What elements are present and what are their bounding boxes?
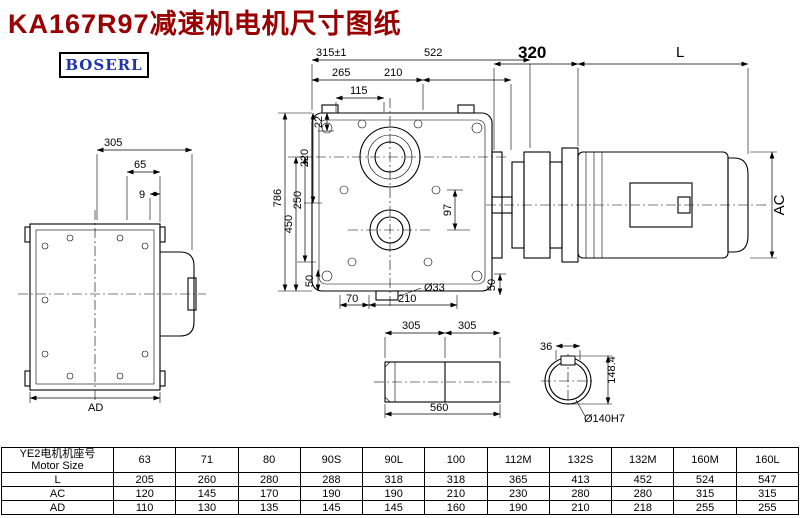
size-col-6: 112M xyxy=(486,446,550,474)
cell-L-6: 365 xyxy=(486,472,550,488)
dim-70: 70 xyxy=(346,293,358,305)
cell-AC-5: 210 xyxy=(424,486,488,502)
size-col-10: 160L xyxy=(735,446,800,474)
size-col-3: 90S xyxy=(299,446,364,474)
cell-AC-8: 280 xyxy=(611,486,675,502)
dim-210-bottom: 210 xyxy=(398,293,416,305)
dim-148-4: 148.4 xyxy=(606,356,618,384)
cell-AD-3: 145 xyxy=(299,500,364,516)
table-header-en: Motor Size xyxy=(31,460,84,473)
dim-motor-ac: AC xyxy=(771,194,788,215)
dim-diameter-33: Ø33 xyxy=(424,282,445,294)
brand-logo-text: BOSERL xyxy=(65,56,143,74)
cell-L-7: 413 xyxy=(548,472,613,488)
cell-AD-1: 130 xyxy=(175,500,239,516)
motor-size-table: YE2电机机座号 Motor Size 63 71 80 90S 90L 100… xyxy=(1,446,800,516)
cell-L-8: 452 xyxy=(611,472,675,488)
technical-drawing: 305 65 9 AD xyxy=(18,43,788,425)
shaft-detail-view: 305 305 560 xyxy=(374,320,512,418)
cell-AC-7: 280 xyxy=(548,486,613,502)
cell-L-1: 260 xyxy=(175,472,239,488)
table-header-cn: YE2电机机座号 xyxy=(19,448,96,460)
dim-22: 22 xyxy=(313,116,325,128)
cell-AD-10: 255 xyxy=(735,500,800,516)
cell-AC-6: 230 xyxy=(486,486,550,502)
dim-65: 65 xyxy=(134,159,146,171)
dim-315: 315±1 xyxy=(316,47,347,59)
dim-305-shaft-left: 305 xyxy=(402,320,420,332)
gearbox-side-view xyxy=(18,210,206,402)
cell-L-5: 318 xyxy=(424,472,488,488)
cell-AC-2: 170 xyxy=(237,486,301,502)
dim-305-shaft-right: 305 xyxy=(458,320,476,332)
page-title: KA167R97减速机电机尺寸图纸 xyxy=(8,9,402,39)
dim-320: 320 xyxy=(518,43,546,62)
dim-97: 97 xyxy=(442,204,454,216)
table-row-AD: AD 110 130 135 145 145 160 190 210 218 2… xyxy=(1,500,800,516)
cell-AD-8: 218 xyxy=(611,500,675,516)
dim-250: 250 xyxy=(292,191,304,209)
cell-L-9: 524 xyxy=(673,472,737,488)
size-col-5: 100 xyxy=(424,446,488,474)
row-label-AC: AC xyxy=(1,486,114,502)
cell-AD-7: 210 xyxy=(548,500,613,516)
size-col-7: 132S xyxy=(548,446,613,474)
size-col-1: 71 xyxy=(175,446,239,474)
cell-L-3: 288 xyxy=(299,472,364,488)
front-view-dimensions: 315±1 522 265 210 115 22 220 250 450 xyxy=(272,47,531,309)
cell-L-10: 547 xyxy=(735,472,800,488)
size-col-9: 160M xyxy=(673,446,737,474)
cell-AD-0: 110 xyxy=(112,500,177,516)
dim-786: 786 xyxy=(272,189,284,207)
cell-AC-0: 120 xyxy=(112,486,177,502)
dim-50-right: 50 xyxy=(486,279,498,291)
gearbox-front-view xyxy=(298,98,508,308)
size-col-8: 132M xyxy=(611,446,675,474)
table-header-row: YE2电机机座号 Motor Size 63 71 80 90S 90L 100… xyxy=(1,446,800,474)
cell-AD-2: 135 xyxy=(237,500,301,516)
dim-motor-length: L xyxy=(676,44,684,61)
size-col-0: 63 xyxy=(112,446,177,474)
cell-AD-6: 190 xyxy=(486,500,550,516)
dim-ad: AD xyxy=(88,402,103,414)
cell-L-2: 280 xyxy=(237,472,301,488)
table-corner-cell: YE2电机机座号 Motor Size xyxy=(1,446,114,474)
cell-AD-5: 160 xyxy=(424,500,488,516)
motor-assembly xyxy=(486,147,768,263)
dim-210-top: 210 xyxy=(384,67,402,79)
cell-L-0: 205 xyxy=(112,472,177,488)
cell-AC-1: 145 xyxy=(175,486,239,502)
dim-560: 560 xyxy=(430,402,448,414)
size-col-4: 90L xyxy=(362,446,426,474)
dim-265: 265 xyxy=(332,67,350,79)
table-row-L: L 205 260 280 288 318 318 365 413 452 52… xyxy=(1,472,800,488)
cell-AC-4: 190 xyxy=(362,486,426,502)
row-label-L: L xyxy=(1,472,114,488)
cell-AC-9: 315 xyxy=(673,486,737,502)
dim-305-side: 305 xyxy=(104,137,122,149)
dim-50-left: 50 xyxy=(304,275,316,287)
table-row-AC: AC 120 145 170 190 190 210 230 280 280 3… xyxy=(1,486,800,502)
dim-9: 9 xyxy=(139,189,145,201)
motor-dimensions: 320 L AC xyxy=(493,43,788,259)
cell-AD-9: 255 xyxy=(673,500,737,516)
side-view-dimensions: 305 65 9 AD xyxy=(29,137,193,414)
bore-section-view: 36 148.4 Ø140H7 xyxy=(540,341,625,425)
row-label-AD: AD xyxy=(1,500,114,516)
dim-diameter-140h7: Ø140H7 xyxy=(584,413,625,425)
cell-L-4: 318 xyxy=(362,472,426,488)
size-col-2: 80 xyxy=(237,446,301,474)
dim-115: 115 xyxy=(350,85,368,97)
brand-logo-box: BOSERL xyxy=(59,52,149,78)
cell-AD-4: 145 xyxy=(362,500,426,516)
dim-522: 522 xyxy=(424,47,442,59)
cell-AC-3: 190 xyxy=(299,486,364,502)
dim-36: 36 xyxy=(540,341,552,353)
cell-AC-10: 315 xyxy=(735,486,800,502)
